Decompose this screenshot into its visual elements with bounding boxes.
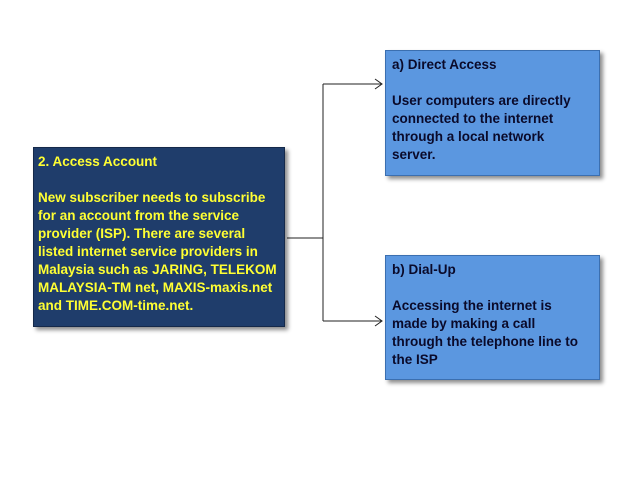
- direct-access-box: a) Direct Access User computers are dire…: [385, 50, 600, 176]
- direct-access-heading: a) Direct Access: [392, 57, 497, 72]
- direct-access-description: User computers are directly connected to…: [392, 93, 571, 162]
- dial-up-description: Accessing the internet is made by making…: [392, 298, 578, 367]
- dial-up-heading: b) Dial-Up: [392, 262, 456, 277]
- access-account-box: 2. Access Account New subscriber needs t…: [33, 147, 285, 327]
- access-account-description: New subscriber needs to subscribe for an…: [38, 190, 277, 313]
- access-account-heading: 2. Access Account: [38, 154, 158, 169]
- arrowhead-b: [374, 315, 383, 327]
- dial-up-box: b) Dial-Up Accessing the internet is mad…: [385, 255, 600, 380]
- arrowhead-a: [374, 78, 383, 90]
